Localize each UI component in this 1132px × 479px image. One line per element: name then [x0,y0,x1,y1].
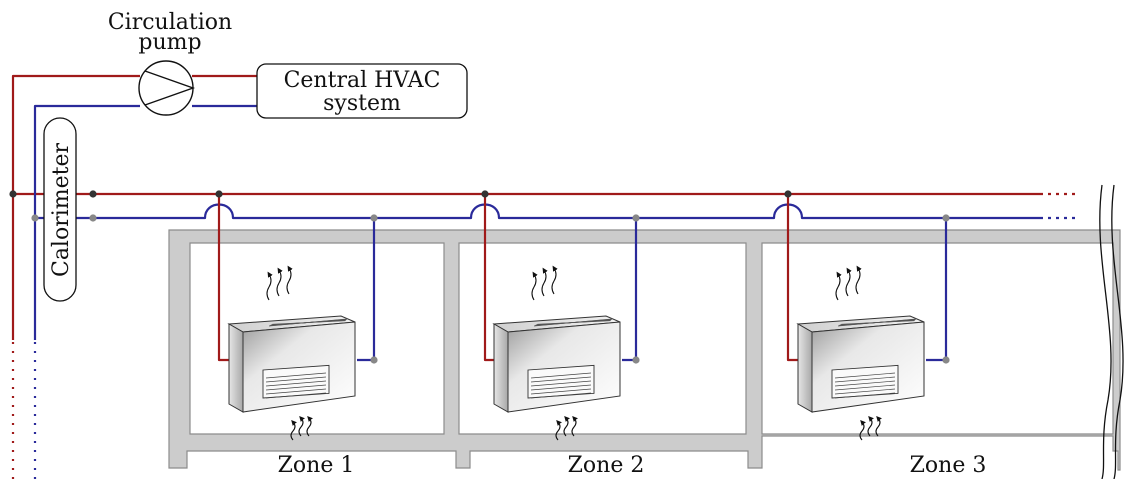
supply-junction-dot [9,190,17,198]
front-grille-slat [530,388,592,395]
front-grille-slat [834,392,896,399]
warm-air-arrow [531,271,538,301]
front-grille-slat [834,372,896,379]
front-grille-slat [265,388,327,395]
front-grille-slat [530,384,592,391]
intake-air-arrow [290,419,297,441]
top-grille-slat [272,320,346,325]
unit-return-dot [942,356,950,364]
hvac-system-box [256,63,468,119]
hvac-label-line1: Central HVAC [284,68,441,93]
front-grille-slat [265,392,327,399]
building-walls [168,229,1121,471]
pump-label-line2: pump [138,30,201,55]
calorimeter-label: Calorimeter [49,142,74,277]
intake-air-arrow [571,415,578,437]
fan-coil-unit-3 [784,190,950,441]
warm-air-arrow [286,265,293,295]
branch-return-dot [632,214,640,222]
zone-label-3: Zone 3 [910,453,987,478]
break-symbol [1099,184,1124,479]
front-grille-slat [530,372,592,379]
warm-air-arrow [541,267,548,297]
building [168,229,1121,471]
front-grille-slat [265,380,327,387]
branch-supply-dot [215,190,223,198]
supply-pipe-left-riser [11,74,140,340]
warm-air-arrow [551,265,558,295]
fan-coil-unit-2 [481,190,640,441]
front-grille-slat [530,380,592,387]
intake-air-arrow [298,415,305,437]
hvac-label-line2: system [323,91,401,116]
warm-air-arrow [845,267,852,297]
unit-front-face [507,321,621,413]
warm-air-arrow [835,271,842,301]
unit-side-face [228,323,244,413]
branch-return-dot [370,214,378,222]
unit-return-dot [370,356,378,364]
intake-air-arrow [875,415,882,437]
return-junction-dot [89,214,97,222]
front-grille-slat [834,388,896,395]
top-grille-slat [841,320,915,325]
unit-front-face [242,321,356,413]
branch-supply-dot [784,190,792,198]
front-grille-slat [265,384,327,391]
supply-junction-dot [89,190,97,198]
intake-air-arrow [859,419,866,441]
intake-air-arrow [867,415,874,437]
zone-label-2: Zone 2 [568,453,645,478]
front-grille-slat [265,372,327,379]
warm-air-arrow [855,265,862,295]
warm-air-arrow [266,271,273,301]
top-grille-slat [537,320,611,325]
intake-air-arrow [563,415,570,437]
return-junction-dot [31,214,39,222]
unit-front-face [811,321,925,413]
intake-air-arrow [555,419,562,441]
fan-coil-units [215,190,950,441]
front-grille-slat [834,380,896,387]
pipe-network [9,74,1075,479]
front-grille-slat [530,392,592,399]
front-grille-slat [834,384,896,391]
warm-air-arrow [276,267,283,297]
branch-return-dot [942,214,950,222]
circulation-pump [138,60,196,116]
unit-side-face [797,323,813,413]
front-grille-slat [834,376,896,383]
fan-coil-unit-1 [215,190,378,441]
calorimeter-box [43,117,77,302]
front-grille-slat [530,376,592,383]
pump-label-line1: Circulation [108,10,232,35]
intake-air-arrow [306,415,313,437]
unit-return-dot [632,356,640,364]
unit-side-face [493,323,509,413]
front-grille-slat [265,376,327,383]
zone-label-1: Zone 1 [278,453,355,478]
branch-supply-dot [481,190,489,198]
